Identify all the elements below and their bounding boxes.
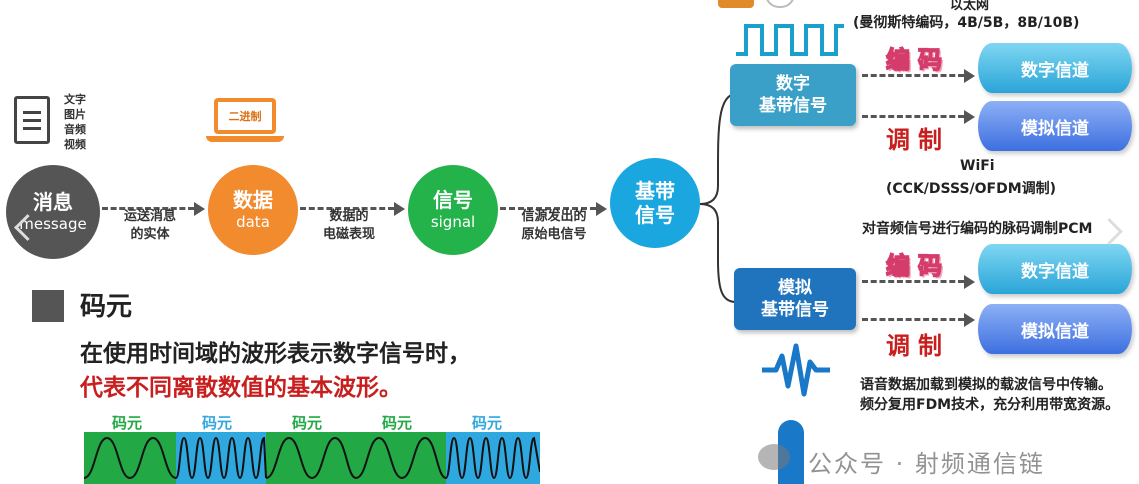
doc-type-image: 图片 — [64, 108, 86, 121]
wifi-note: WiFi — [960, 158, 995, 174]
wave-line-3 — [265, 436, 357, 480]
doc-type-text: 文字 — [64, 93, 86, 106]
document-types: 文字 图片 音频 视频 — [64, 92, 86, 152]
encode-label-bottom: 编码 — [885, 251, 950, 281]
analog-wave-icon — [762, 343, 830, 397]
wave-line-2 — [175, 436, 267, 480]
laptop-label: 二进制 — [228, 110, 262, 123]
watermark-text: 公众号 · 射频通信链 — [808, 450, 1045, 478]
pcm-note: 对音频信号进行编码的脉码调制PCM — [862, 221, 1093, 237]
encode-label-top: 编码 — [885, 45, 950, 75]
branch-connector — [699, 93, 737, 303]
signal-en: signal — [430, 213, 476, 231]
baseband-line1: 基带 — [635, 179, 675, 203]
wave-label-3: 码元 — [292, 414, 323, 432]
doc-type-video: 视频 — [64, 138, 86, 151]
wechat-logo-icon — [758, 444, 790, 470]
ethernet-note: 以太网 — [950, 0, 990, 13]
arrow-data-signal — [300, 207, 394, 210]
digital-channel-top: 数字信道 — [978, 43, 1132, 93]
modulate-label-top: 调制 — [886, 126, 950, 154]
arrow-digital-encode — [862, 74, 964, 77]
arrowhead-3 — [596, 202, 607, 216]
message-en: message — [19, 215, 87, 233]
ethernet-encoding-note: (曼彻斯特编码，4B/5B，8B/10B) — [853, 15, 1080, 31]
laptop-icon: 二进制 — [214, 98, 276, 134]
wifi-modulation-note: (CCK/DSSS/OFDM调制) — [886, 181, 1057, 197]
analog-channel-bottom: 模拟信道 — [978, 304, 1132, 354]
message-node: 消息 message — [6, 165, 100, 259]
analog-box-line1: 模拟 — [778, 278, 812, 298]
wave-line-4 — [355, 436, 447, 480]
caption-signal: 信源发出的原始电信号 — [521, 209, 587, 242]
digital-box-line2: 基带信号 — [759, 96, 827, 116]
arrow-signal-baseband — [500, 207, 596, 210]
caption-data: 数据的电磁表现 — [322, 209, 375, 242]
doc-type-audio: 音频 — [64, 123, 86, 136]
data-en: data — [236, 213, 270, 231]
symbol-definition-2: 代表不同离散数值的基本波形。 — [80, 375, 402, 401]
wifi-partial-icon — [765, 0, 795, 8]
analog-box-line2: 基带信号 — [761, 300, 829, 320]
arrow-analog-modulate — [862, 318, 964, 321]
digital-box-line1: 数字 — [776, 74, 810, 94]
router-icon — [718, 0, 754, 8]
analog-baseband-box: 模拟 基带信号 — [734, 268, 856, 330]
wave-label-4: 码元 — [382, 414, 413, 432]
arrowhead-6 — [964, 275, 975, 289]
arrowhead-1 — [194, 202, 205, 216]
wave-segment-4 — [356, 432, 446, 484]
square-wave-icon — [736, 24, 844, 56]
symbol-waveform — [84, 432, 540, 484]
signal-zh: 信号 — [433, 188, 473, 212]
baseband-node: 基带 信号 — [610, 158, 700, 248]
fdm-note-1: 语音数据加载到模拟的载波信号中传输。 — [860, 377, 1112, 393]
arrow-digital-modulate — [862, 115, 964, 118]
wave-label-2: 码元 — [202, 414, 233, 432]
right-chevron-icon[interactable] — [1096, 218, 1123, 245]
section-bullet — [32, 290, 64, 322]
symbol-definition-1: 在使用时间域的波形表示数字信号时， — [80, 341, 471, 367]
arrow-message-data — [102, 207, 194, 210]
wave-label-1: 码元 — [112, 414, 143, 432]
data-node: 数据 data — [208, 165, 298, 255]
wave-label-5: 码元 — [472, 414, 503, 432]
data-zh: 数据 — [233, 188, 273, 212]
laptop-base — [206, 136, 284, 142]
message-zh: 消息 — [33, 190, 73, 214]
arrowhead-2 — [394, 202, 405, 216]
arrowhead-4 — [964, 69, 975, 83]
analog-channel-top: 模拟信道 — [978, 101, 1132, 151]
fdm-note-2: 频分复用FDM技术，充分利用带宽资源。 — [860, 397, 1120, 413]
arrow-analog-encode — [862, 280, 964, 283]
arrowhead-5 — [964, 110, 975, 124]
wave-segment-1 — [84, 432, 176, 484]
arrowhead-7 — [964, 313, 975, 327]
wave-segment-3 — [266, 432, 356, 484]
symbol-title: 码元 — [80, 292, 133, 322]
modulate-label-bottom: 调制 — [886, 332, 950, 360]
digital-baseband-box: 数字 基带信号 — [730, 64, 856, 126]
digital-channel-bottom: 数字信道 — [978, 244, 1132, 294]
wave-line-1 — [84, 436, 177, 480]
caption-message: 运送消息的实体 — [123, 209, 176, 242]
baseband-line2: 信号 — [635, 203, 675, 227]
document-icon — [14, 96, 50, 144]
signal-node: 信号 signal — [408, 165, 498, 255]
wave-line-5 — [445, 436, 540, 480]
